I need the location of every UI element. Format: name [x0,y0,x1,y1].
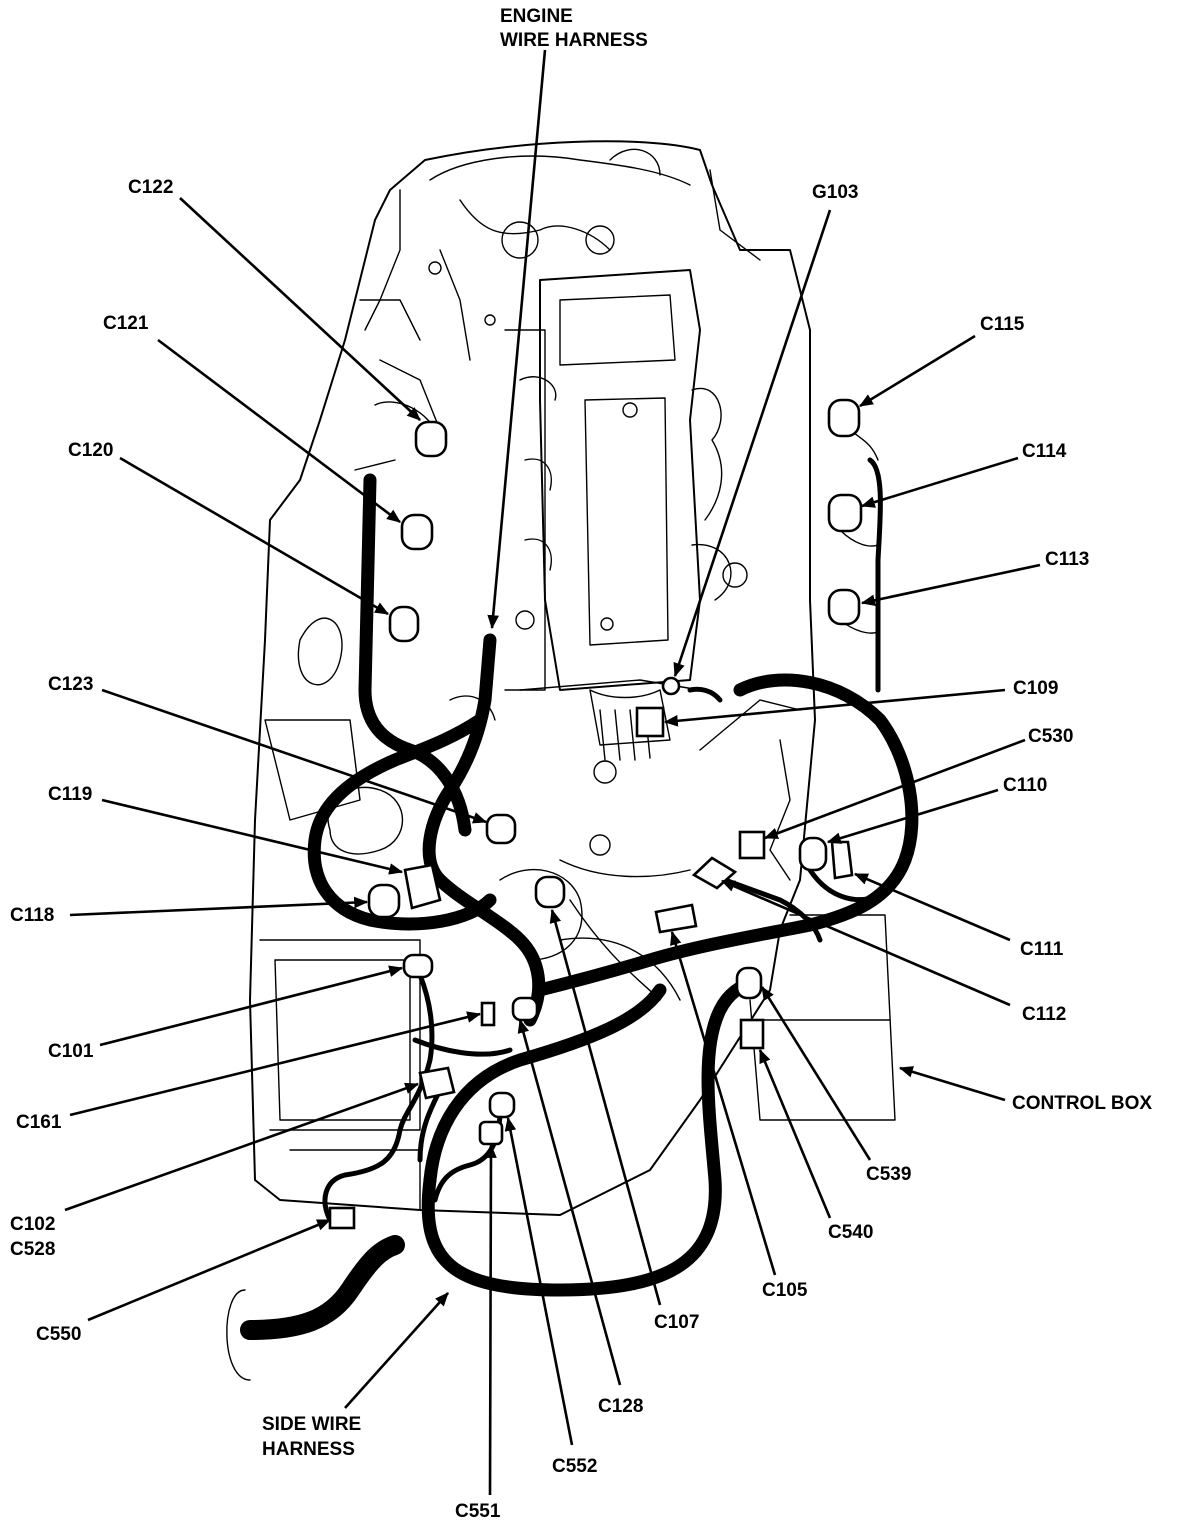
connector-c540 [739,1018,765,1050]
label-g103: G103 [812,182,858,203]
connector-c551 [478,1120,504,1146]
label-c102: C102 [10,1214,55,1235]
leader-c539 [760,986,872,1161]
connector-c110 [798,836,828,872]
leader-c128 [517,1018,622,1386]
connector-c102 [418,1066,456,1100]
label-c119: C119 [48,784,92,805]
side-harness-label-line2: HARNESS [262,1439,355,1460]
label-c128: C128 [598,1396,643,1417]
label-c113: C113 [1045,549,1089,570]
connector-c128 [511,996,539,1022]
connector-c539 [735,966,763,1000]
label-c121: C121 [103,313,149,334]
connector-c118 [367,883,401,919]
side-wire-harness [226,973,762,1381]
label-c122: C122 [128,177,173,198]
leader-g103 [673,209,832,678]
engine-harness-label-line2: WIRE HARNESS [500,30,648,51]
leader-c540 [758,1048,832,1219]
connector-c114 [827,493,863,533]
leader-c109 [663,688,1006,727]
connector-c122 [414,420,448,458]
label-c120: C120 [68,440,113,461]
leader-c119 [101,798,404,875]
label-c109: C109 [1013,678,1058,699]
leader-c113 [860,563,1041,607]
connector-c101 [402,953,434,979]
connector-c530 [738,830,766,860]
engine-harness-label-line1: ENGINE [500,6,573,27]
leader-control-box [898,1066,1006,1102]
vehicle-body-outline [249,140,816,1216]
leader-c114 [860,456,1019,508]
connector-c119 [403,863,442,910]
leader-c102 [64,1082,420,1212]
label-c528: C528 [10,1239,55,1260]
leader-c105 [670,930,777,1276]
engine-wire-harness [307,424,919,1223]
connector-c121 [400,513,434,551]
label-c107: C107 [654,1312,699,1333]
leader-engine-harness [487,49,547,630]
label-c105: C105 [762,1280,808,1301]
leader-c122 [179,197,421,421]
label-c114: C114 [1022,441,1067,462]
connector-c107 [534,875,566,909]
leader-c551 [485,1143,497,1496]
leader-c161 [69,1011,482,1117]
side-harness-label-line1: SIDE WIRE [262,1414,361,1435]
engine-block [327,148,748,1001]
label-control-box: CONTROL BOX [1012,1093,1152,1114]
leader-c530 [763,738,1026,840]
leader-c112 [720,879,1011,1007]
connector-c550 [328,1206,356,1230]
connector-c115 [827,398,861,438]
leader-c118 [69,896,369,917]
leader-c115 [859,334,976,408]
connector-c105 [654,903,698,934]
leader-c110 [826,788,999,844]
label-c539: C539 [866,1164,911,1185]
label-c530: C530 [1028,726,1073,747]
connector-g103 [661,676,681,696]
connector-c109 [635,706,665,738]
label-c540: C540 [828,1222,873,1243]
label-c112: C112 [1022,1004,1066,1025]
label-c161: C161 [16,1112,62,1133]
leader-c550 [87,1218,332,1322]
leader-c120 [119,456,390,616]
label-c115: C115 [980,314,1025,335]
label-c101: C101 [48,1041,94,1062]
connector-c552 [488,1091,516,1119]
connector-c113 [827,588,861,626]
connector-c123 [485,813,517,845]
connector-c111 [830,840,854,880]
labels: ENGINE WIRE HARNESS G103 C122 C121 C115 … [10,6,1152,1522]
connector-c120 [388,605,420,643]
leader-c123 [101,688,488,824]
label-c552: C552 [552,1456,597,1477]
connector-c112 [691,856,738,890]
connectors [328,398,863,1230]
leader-side-harness [344,1292,449,1409]
label-c551: C551 [455,1501,501,1522]
label-c550: C550 [36,1324,81,1345]
leader-lines [64,49,1041,1496]
leader-c111 [853,872,1011,942]
label-c118: C118 [10,905,54,926]
connector-c161 [480,1001,496,1027]
leader-c121 [157,338,401,524]
label-c123: C123 [48,674,93,695]
leader-c101 [99,965,404,1047]
leader-c107 [549,908,662,1306]
label-c111: C111 [1020,939,1064,960]
label-c110: C110 [1003,775,1047,796]
leader-c552 [504,1116,574,1446]
